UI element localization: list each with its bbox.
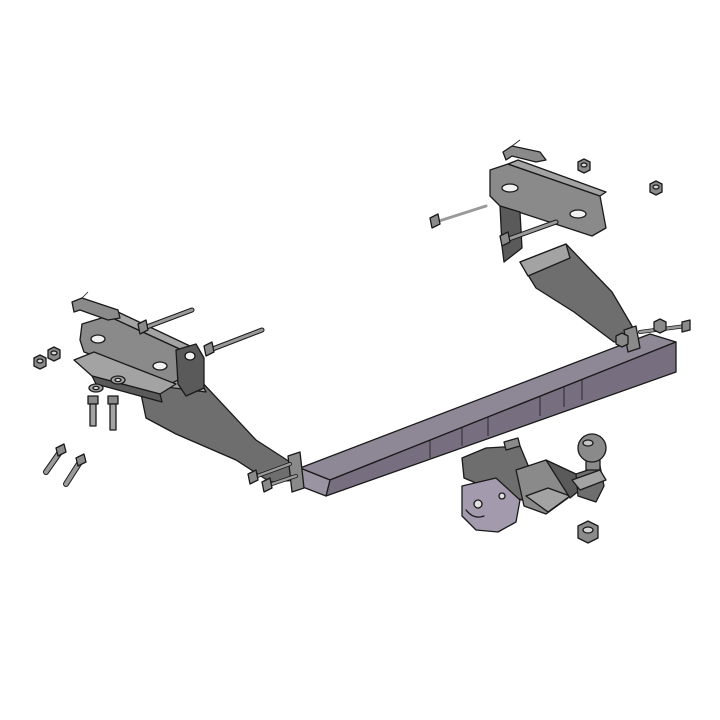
hex-nut: [577, 158, 591, 174]
bolt: [261, 474, 298, 493]
bolt: [429, 204, 488, 229]
tow-ball: [571, 433, 607, 503]
crossbar-beam: [287, 325, 677, 497]
bolt: [247, 462, 292, 485]
washer: [88, 383, 104, 393]
receiver-assembly: [461, 437, 591, 533]
slot-hole-icon: [501, 183, 519, 193]
hex-nut: [649, 180, 663, 196]
bolt: [43, 443, 67, 475]
hex-nut: [653, 318, 667, 334]
bolt: [87, 395, 99, 427]
washer: [110, 375, 126, 385]
bolt: [63, 453, 87, 487]
socket-plate: [461, 477, 521, 533]
hex-nut: [615, 332, 629, 348]
bolt: [499, 219, 559, 247]
right-mounting-bracket: [489, 139, 633, 343]
beam-end-flange: [287, 451, 305, 493]
slot-hole-icon: [90, 334, 106, 344]
top-clip: [71, 297, 121, 321]
hex-nut: [47, 346, 61, 362]
left-mounting-bracket: [71, 291, 301, 483]
top-clip: [502, 145, 547, 163]
slot-hole-icon: [152, 361, 168, 371]
ball-flange: [571, 469, 607, 491]
ball-hex-nut: [577, 520, 599, 544]
hex-nut: [33, 354, 47, 370]
bolt: [137, 307, 195, 335]
slot-hole-icon: [569, 209, 587, 219]
bolt: [203, 327, 265, 357]
bolt: [107, 395, 119, 431]
